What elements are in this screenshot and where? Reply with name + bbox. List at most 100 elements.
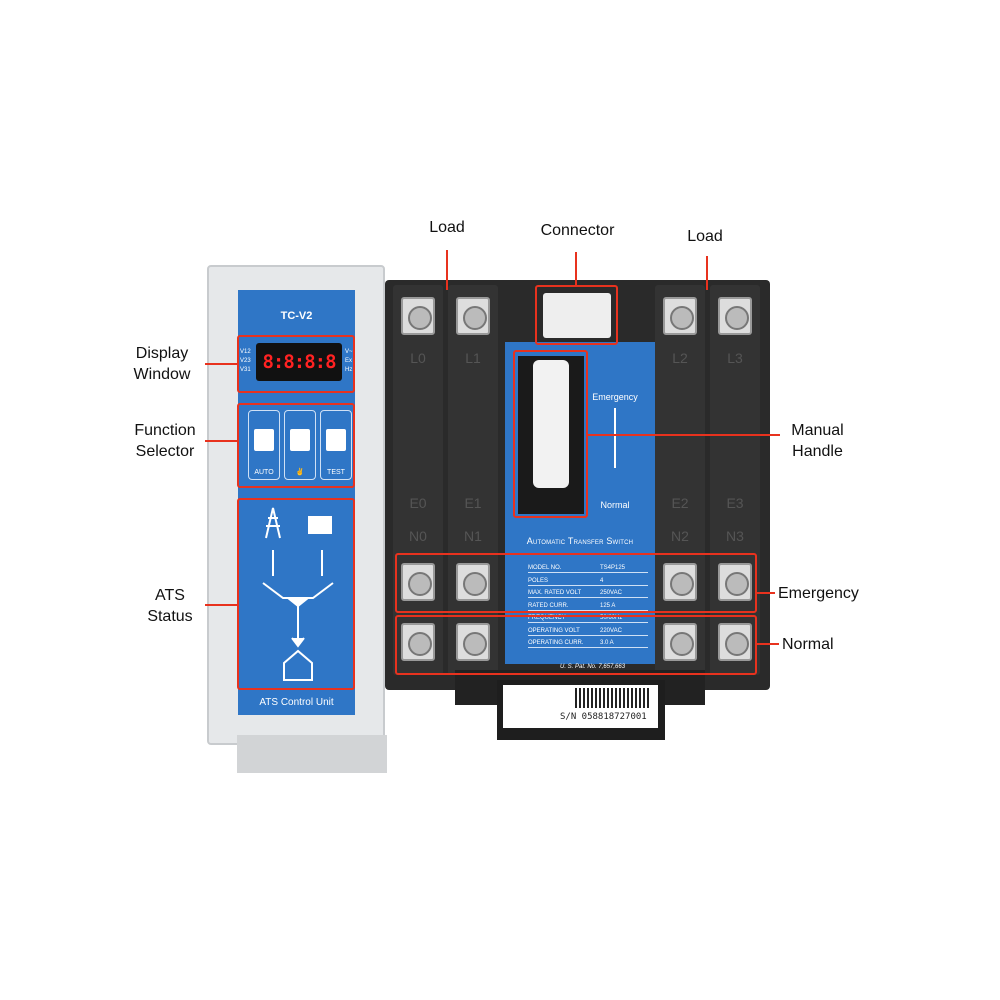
spec-value: 3.0 A xyxy=(600,640,614,646)
pole-l1 xyxy=(448,285,498,675)
spec-key: POLES xyxy=(528,577,549,584)
led-display: 8:8:8:8 xyxy=(256,343,342,381)
pole-l0 xyxy=(393,285,443,675)
spec-value: 4 xyxy=(600,577,604,584)
spec-row: OPERATING CURR. 3.0 A xyxy=(528,640,648,648)
screw xyxy=(401,623,435,661)
leader-line xyxy=(205,604,237,606)
display-highlight xyxy=(237,335,355,393)
screw xyxy=(663,623,697,661)
led-label: V12 xyxy=(240,349,251,355)
callout-load-left: Load xyxy=(429,219,465,236)
manual-handle[interactable] xyxy=(533,360,569,488)
terminal-label: E1 xyxy=(464,495,482,511)
screw xyxy=(718,563,752,601)
leader-line xyxy=(205,363,237,365)
spec-row: RATED CURR.125 A xyxy=(528,603,648,611)
control-unit-footer: ATS Control Unit xyxy=(259,697,334,708)
tower-icon xyxy=(265,507,281,539)
screw xyxy=(663,563,697,601)
leader-line xyxy=(757,592,775,594)
leader-line xyxy=(205,440,237,442)
barcode xyxy=(575,688,650,708)
handle-normal-label: Normal xyxy=(600,500,630,510)
emergency-highlight xyxy=(395,553,757,613)
callout-normal: Normal xyxy=(782,636,834,653)
handle-direction-arrow xyxy=(614,408,616,468)
screw xyxy=(401,563,435,601)
callout-connector: Connector xyxy=(540,222,615,239)
led-label: V23 xyxy=(240,358,251,364)
spec-key: MODEL NO. xyxy=(528,565,562,571)
screw xyxy=(401,297,435,335)
test-button[interactable]: TEST xyxy=(320,410,352,480)
screw xyxy=(456,623,490,661)
pole-l2 xyxy=(655,285,705,675)
switch-title: Automatic Transfer Switch xyxy=(526,536,634,546)
connector-highlight xyxy=(535,285,618,345)
callout-load-right: Load xyxy=(687,228,723,245)
leader-line xyxy=(446,250,448,290)
leader-line xyxy=(757,643,779,645)
spec-key: FREQUENCY xyxy=(528,615,566,621)
spec-key: OPERATING CURR. xyxy=(528,640,584,646)
terminal-label: L2 xyxy=(672,350,688,366)
spec-key: RATED CURR. xyxy=(528,602,569,609)
model-label: TC-V2 xyxy=(280,310,313,322)
ats-status-diagram xyxy=(262,507,334,681)
mount-bracket xyxy=(237,735,387,773)
spec-key: OPERATING VOLT xyxy=(528,627,580,634)
terminal-label: L0 xyxy=(410,350,426,366)
terminal-label: L3 xyxy=(727,350,743,366)
terminal-label: N3 xyxy=(726,528,744,544)
terminal-label: E3 xyxy=(726,495,744,511)
spec-row: OPERATING VOLT 220VAC xyxy=(528,628,648,636)
spec-value: 220VAC xyxy=(600,627,622,634)
auto-label: AUTO xyxy=(254,469,274,476)
house-icon xyxy=(283,649,313,681)
screw xyxy=(718,297,752,335)
test-label: TEST xyxy=(327,469,345,476)
spec-key: MAX. RATED VOLT xyxy=(528,590,582,596)
terminal-label: E0 xyxy=(409,495,427,511)
spec-value: 50/60Hz xyxy=(600,615,623,621)
terminal-label: N1 xyxy=(464,528,482,544)
serial-number: S/N 058818727001 xyxy=(560,712,647,722)
callout-ats-status: ATS Status xyxy=(147,587,193,625)
function-highlight xyxy=(237,403,355,488)
handle-highlight xyxy=(513,350,588,518)
led-label: V31 xyxy=(240,367,251,373)
screw xyxy=(663,297,697,335)
status-highlight xyxy=(237,498,355,690)
handle-emergency-label: Emergency xyxy=(592,392,638,402)
patent-text: U. S. Pat. No. 7,657,663 xyxy=(560,664,626,670)
callout-display-window: Display Window xyxy=(133,345,191,383)
spec-row: MAX. RATED VOLT 250VAC xyxy=(528,590,648,598)
terminal-label: L1 xyxy=(465,350,481,366)
callout-emergency: Emergency xyxy=(778,585,859,602)
terminal-label: N2 xyxy=(671,528,689,544)
screw xyxy=(456,563,490,601)
manual-button[interactable]: ✌ xyxy=(284,410,316,480)
hand-icon: ✌ xyxy=(295,469,305,476)
callout-function-selector: Function Selector xyxy=(134,422,196,460)
led-label: Hz xyxy=(345,367,353,373)
leader-line xyxy=(706,256,708,290)
auto-button[interactable]: AUTO xyxy=(248,410,280,480)
screw xyxy=(718,623,752,661)
spec-value: TS4P125 xyxy=(600,565,626,571)
pole-l3 xyxy=(710,285,760,675)
led-label: Ex xyxy=(345,358,353,364)
spec-row: POLES 4 xyxy=(528,578,648,586)
spec-row: MODEL NO. TS4P125 xyxy=(528,565,648,573)
spec-value: 250VAC xyxy=(600,590,622,596)
normal-highlight xyxy=(395,615,757,675)
spec-row: FREQUENCY 50/60Hz xyxy=(528,615,648,623)
screw xyxy=(456,297,490,335)
connector-block xyxy=(543,293,611,338)
callout-manual-handle: Manual Handle xyxy=(791,422,844,460)
leader-line xyxy=(588,434,780,436)
generator-icon xyxy=(308,516,332,534)
